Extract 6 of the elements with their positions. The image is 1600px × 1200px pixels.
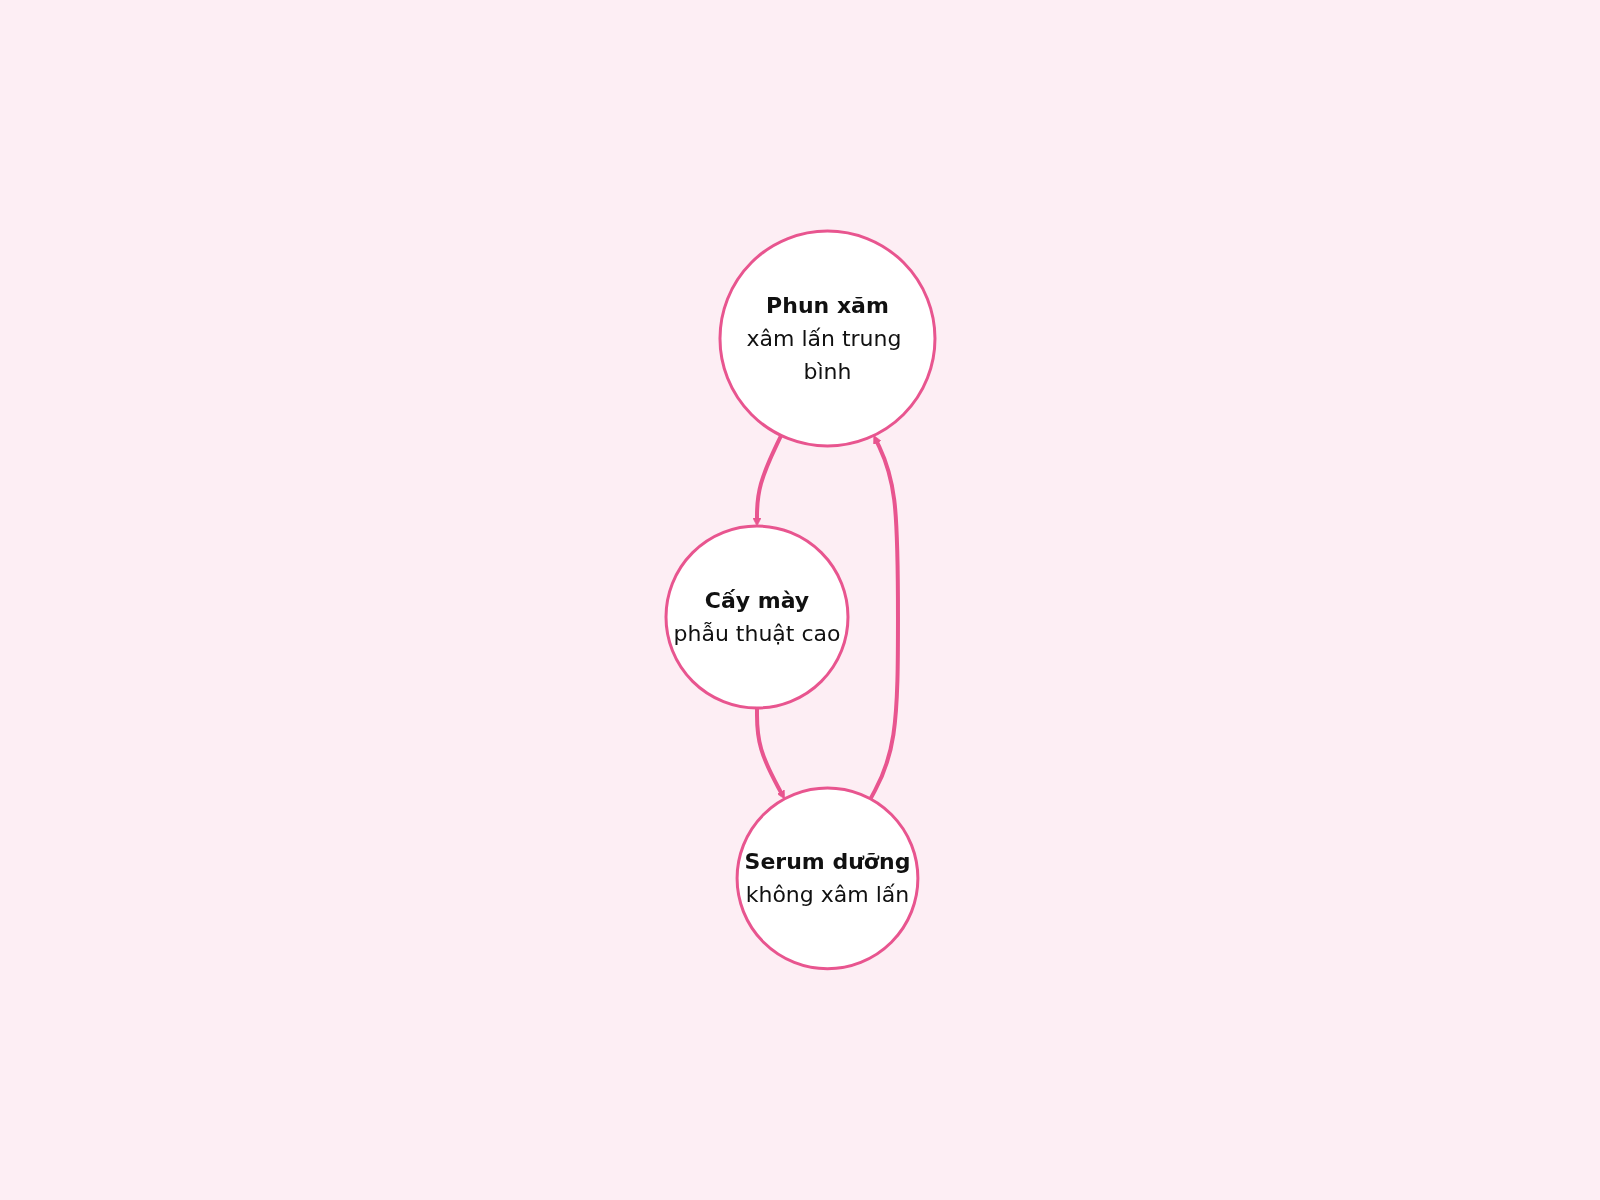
arrow — [868, 435, 900, 800]
node-circle: Cấy mày phẫu thuật cao — [664, 524, 849, 710]
node-circle: Phun xăm xâm lấn trung bình — [718, 229, 936, 448]
arrow — [752, 434, 783, 527]
node-circle: Serum dưỡng không xâm lấn — [735, 786, 919, 971]
arrow — [754, 708, 785, 800]
